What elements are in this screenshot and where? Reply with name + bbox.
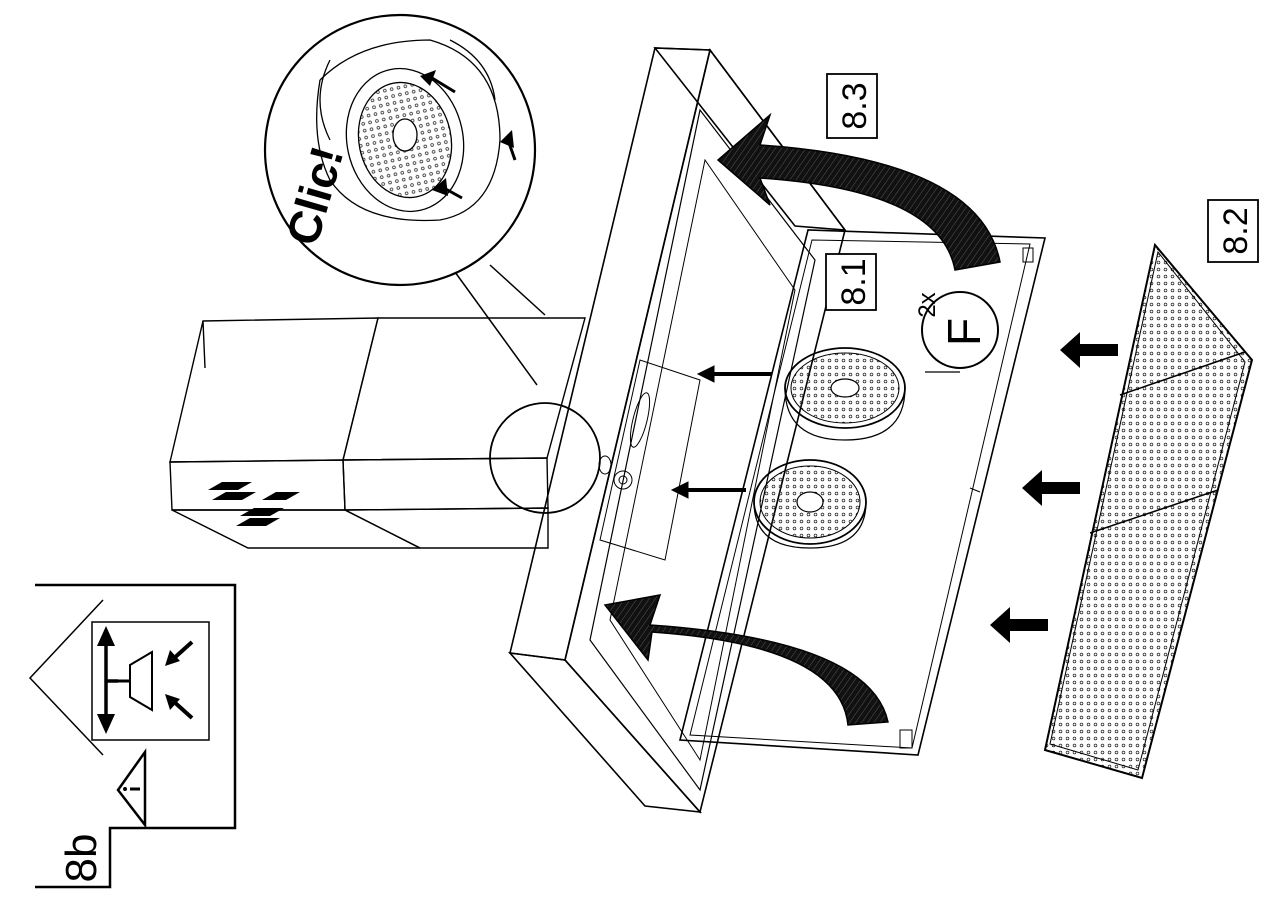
rotate-arrow-icon <box>603 112 1001 726</box>
push-arrow-icon <box>670 365 772 499</box>
callout-8-2-label: 8.2 <box>1217 207 1255 254</box>
filter-symbol: F 2x <box>914 291 999 373</box>
callout-8-3: 8.3 <box>826 73 878 139</box>
warning-triangle-icon <box>116 748 147 829</box>
callout-8-2: 8.2 <box>1207 199 1259 263</box>
chimney <box>169 317 586 549</box>
clip-detail-magnifier: Clic! <box>263 13 601 514</box>
callout-8-3-label: 8.3 <box>836 82 874 129</box>
front-panel <box>678 229 1047 756</box>
grease-filter-panel <box>1043 242 1254 780</box>
carbon-filter-lower <box>753 459 867 549</box>
hood-body <box>507 47 847 814</box>
callout-8-1: 8.1 <box>825 253 877 311</box>
filter-code: F <box>938 318 990 346</box>
push-arrow-icon <box>990 332 1118 643</box>
chimney-vent-slots <box>208 482 300 526</box>
callout-8-1-label: 8.1 <box>835 258 873 305</box>
hood-recirculation-icon <box>28 599 210 756</box>
step-8b-panel: 8b <box>28 583 237 889</box>
carbon-filter-upper <box>784 347 906 441</box>
step-8b-label: 8b <box>57 834 106 883</box>
filter-count: 2x <box>914 292 941 317</box>
